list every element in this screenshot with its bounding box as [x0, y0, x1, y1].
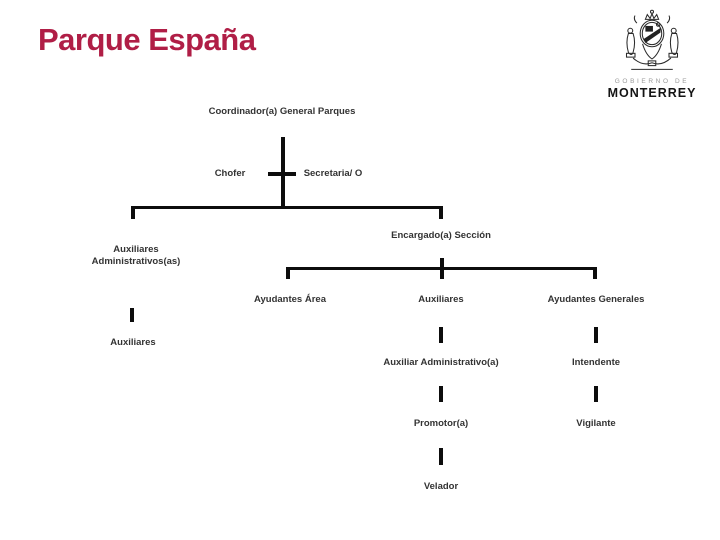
- connector-chofer-secretaria-tick: [268, 172, 296, 176]
- org-node-intendente: Intendente: [571, 357, 621, 368]
- org-node-coordinador-general-parques: Coordinador(a) General Parques: [208, 106, 356, 117]
- org-node-ayudantes-area: Ayudantes Área: [254, 294, 326, 305]
- org-node-auxiliares: Auxiliares: [418, 294, 464, 305]
- org-node-velador: Velador: [423, 481, 459, 492]
- monterrey-logo: GOBIERNO DE MONTERREY: [606, 8, 698, 100]
- connector-velador-tick: [439, 448, 443, 465]
- logo-city-text: MONTERREY: [607, 86, 697, 100]
- connector-intendente-tick: [594, 327, 598, 343]
- org-node-encargado-seccion: Encargado(a) Sección: [391, 230, 491, 241]
- org-node-chofer: Chofer: [214, 168, 246, 179]
- connector-level1-right-stub: [439, 206, 443, 219]
- monterrey-coat-of-arms-icon: [614, 8, 690, 76]
- org-node-vigilante: Vigilante: [576, 418, 616, 429]
- connector-auxiliar-admin-tick: [439, 327, 443, 343]
- org-node-promotor: Promotor(a): [413, 418, 469, 429]
- logo-government-text: GOBIERNO DE: [614, 78, 690, 85]
- org-node-ayudantes-generales: Ayudantes Generales: [547, 294, 645, 305]
- org-node-secretaria: Secretaria/ O: [303, 168, 363, 179]
- org-node-auxiliar-administrativo: Auxiliar Administrativo(a): [383, 357, 499, 368]
- connector-level2-center-tick: [440, 258, 444, 279]
- org-node-auxiliares-administrativos: Auxiliares Administrativos(as): [91, 244, 181, 267]
- connector-auxiliares-left-tick: [130, 308, 134, 322]
- connector-level1-left-stub: [131, 206, 135, 219]
- connector-vigilante-tick: [594, 386, 598, 402]
- page-title: Parque España: [38, 22, 256, 57]
- connector-level2-right-stub: [593, 267, 597, 279]
- connector-level2-left-stub: [286, 267, 290, 279]
- org-node-auxiliares-left: Auxiliares: [110, 337, 156, 348]
- connector-promotor-tick: [439, 386, 443, 402]
- connector-level1-horizontal: [131, 206, 443, 209]
